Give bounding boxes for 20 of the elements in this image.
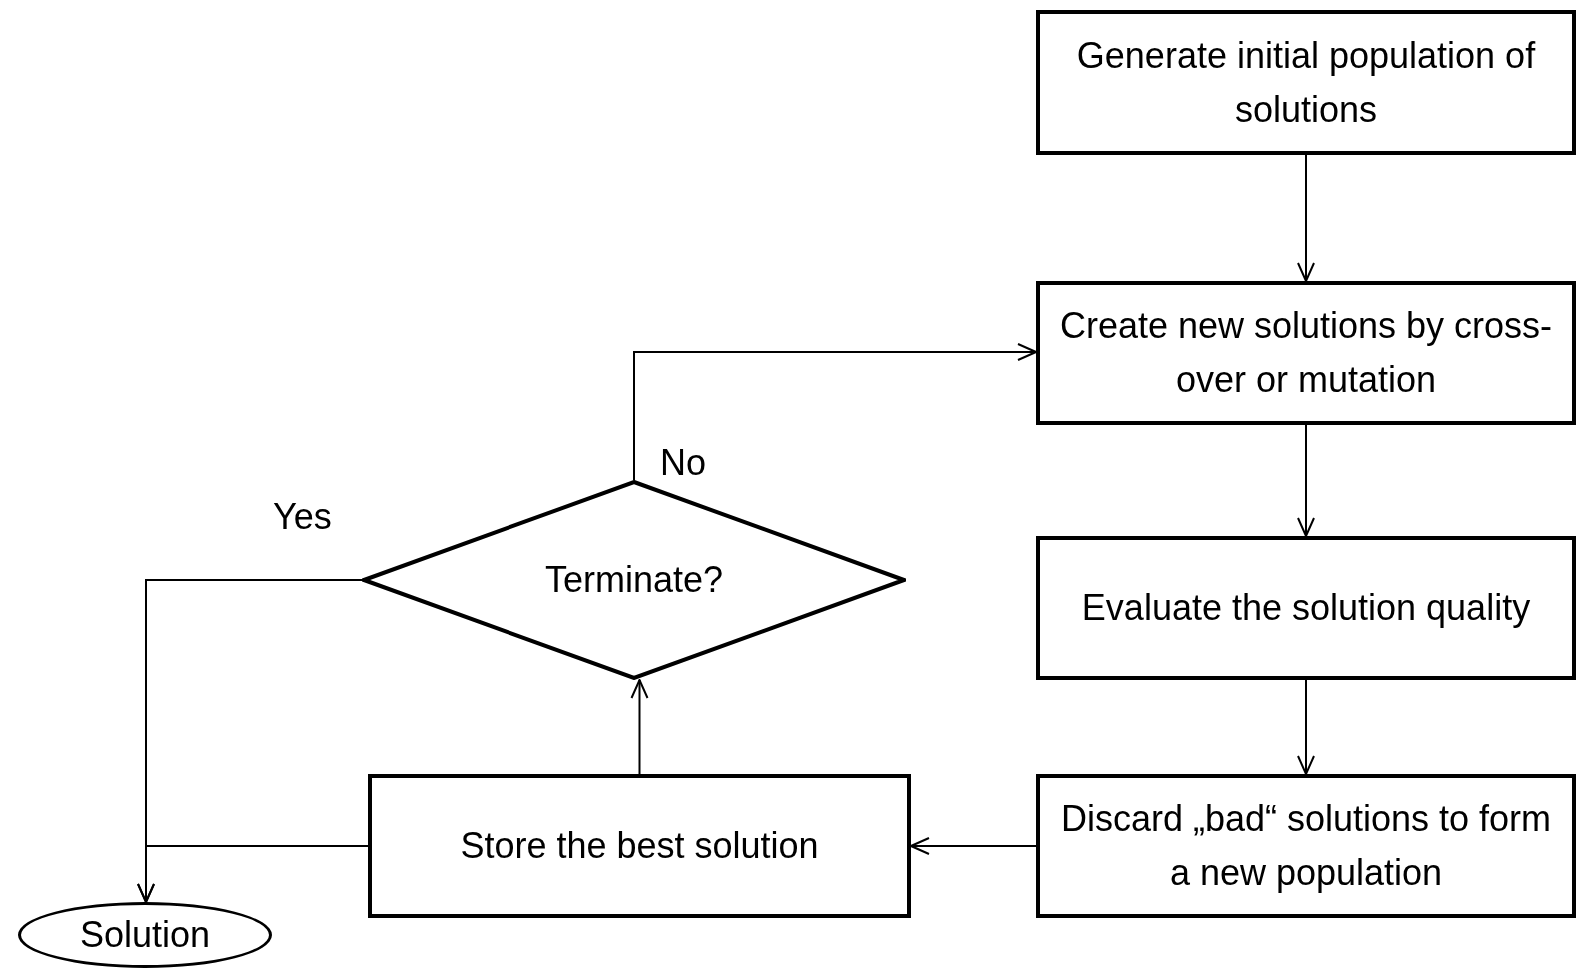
arrow [630,679,649,775]
node-label: Discard „bad“ solutions to form a new population [1059,797,1553,895]
arrow [1297,679,1315,775]
node-label: Create new solutions by cross-over or mutation [1058,304,1554,402]
arrow [1297,154,1315,282]
arrow [633,343,1037,481]
process-box [1036,774,1576,918]
node-label: Generate initial population of solutions [1075,33,1537,132]
process-box [368,774,911,918]
node-label: Solution [79,913,211,957]
decision-diamond [362,480,906,680]
process-box [1036,10,1576,155]
node-label: Evaluate the solution quality [1081,586,1531,630]
arrow [137,845,369,903]
arrow [910,837,1037,855]
node-label: Terminate? [544,558,724,602]
node-label: Store the best solution [460,824,819,868]
arrow [1297,424,1315,537]
process-box [1036,281,1576,425]
process-box [1036,536,1576,680]
